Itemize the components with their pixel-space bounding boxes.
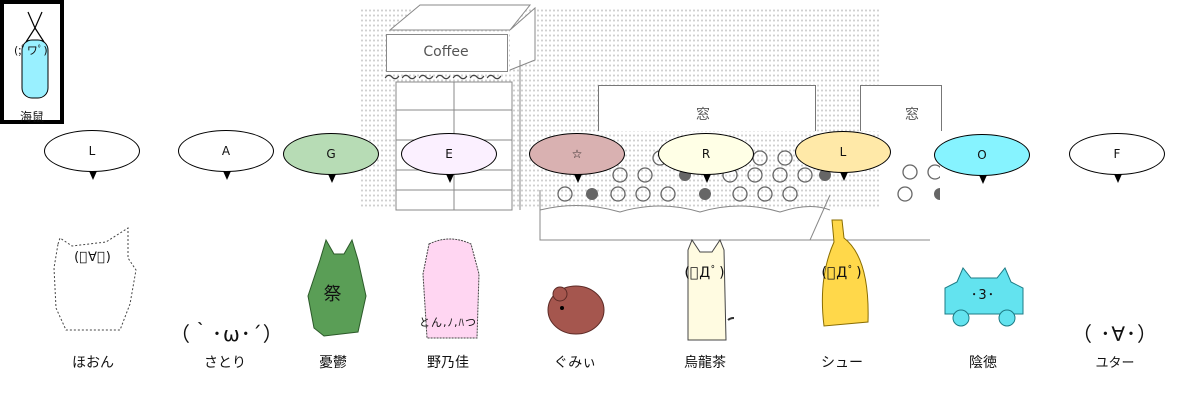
character-shuu: (ﾟДﾟ) シュー bbox=[800, 218, 884, 372]
oolong-name: 烏龍茶 bbox=[684, 355, 726, 371]
window-right-frame bbox=[860, 85, 942, 131]
hoon-figure-icon bbox=[53, 227, 137, 331]
nonoka-figure-icon bbox=[422, 238, 480, 339]
bubble-2: A bbox=[178, 130, 274, 180]
gumii-name: ぐみぃ bbox=[553, 355, 597, 371]
yutaa-name: ユター bbox=[1095, 356, 1135, 371]
sea-cucumber-character-icon bbox=[21, 11, 49, 99]
gumii-bear-figure-icon bbox=[547, 285, 605, 335]
bubble-3: G bbox=[283, 133, 379, 183]
window-right-label: 窓 bbox=[905, 107, 919, 123]
intoku-robot-cat-figure-icon bbox=[944, 267, 1024, 327]
yutaa-face: （ ･∀･） bbox=[1071, 322, 1159, 346]
bubble-1: L bbox=[44, 130, 140, 180]
hoon-name: ほおん bbox=[72, 355, 114, 371]
character-satori: （｀･ω･´） さとり bbox=[170, 222, 284, 372]
shuu-face: (ﾟДﾟ) bbox=[821, 265, 863, 281]
satori-face: （｀･ω･´） bbox=[170, 322, 284, 346]
bubble-5: ☆ bbox=[529, 133, 625, 183]
character-nonoka: とん,ﾉ,ﾊつ 野乃佳 bbox=[405, 234, 491, 372]
intoku-name: 陰徳 bbox=[969, 355, 997, 371]
yuutsu-face: 祭 bbox=[323, 284, 343, 305]
intoku-face: ･3･ bbox=[970, 288, 996, 303]
background-cafe-scene: Coffee ～～～～～～～ 窓 窓 bbox=[360, 0, 942, 250]
character-hoon: (ﾟ∀ﾟ) ほおん bbox=[40, 222, 146, 372]
shuu-banana-figure-icon bbox=[821, 219, 869, 327]
coffee-sign-text: Coffee bbox=[423, 44, 469, 60]
oolong-figure-icon bbox=[687, 238, 734, 341]
corner-label: 海鼠 bbox=[19, 110, 44, 124]
shuu-name: シュー bbox=[821, 355, 863, 371]
coffee-sign-box bbox=[386, 34, 508, 72]
character-gumii: ぐみぃ bbox=[530, 272, 620, 372]
window-left-label: 窓 bbox=[696, 107, 710, 123]
character-yuutsu: 祭 憂鬱 bbox=[290, 236, 376, 372]
oolong-face: (ﾟДﾟ) bbox=[684, 265, 726, 281]
bubble-6: R bbox=[658, 133, 754, 183]
character-yutaa: （ ･∀･） ユター bbox=[1060, 312, 1170, 372]
hoon-face: (ﾟ∀ﾟ) bbox=[74, 250, 112, 265]
bubble-4: E bbox=[401, 133, 497, 183]
character-intoku: ･3･ 陰徳 bbox=[935, 266, 1031, 372]
window-left-frame bbox=[598, 85, 816, 131]
character-oolong: (ﾟДﾟ) 烏龍茶 bbox=[660, 236, 750, 372]
nonoka-name: 野乃佳 bbox=[427, 355, 469, 371]
bubble-9: F bbox=[1069, 133, 1165, 183]
corner-character-frame: (;ﾟワﾟ) 海鼠 bbox=[0, 0, 64, 124]
wave-line: ～～～～～～～ bbox=[384, 68, 504, 87]
corner-face: (;ﾟワﾟ) bbox=[14, 44, 48, 57]
satori-name: さとり bbox=[204, 355, 246, 371]
bubble-8: O bbox=[934, 134, 1030, 184]
yuutsu-name: 憂鬱 bbox=[319, 355, 347, 371]
bubble-7: L bbox=[795, 131, 891, 181]
nonoka-face: とん,ﾉ,ﾊつ bbox=[419, 316, 477, 329]
yuutsu-cat-figure-icon bbox=[307, 238, 367, 337]
